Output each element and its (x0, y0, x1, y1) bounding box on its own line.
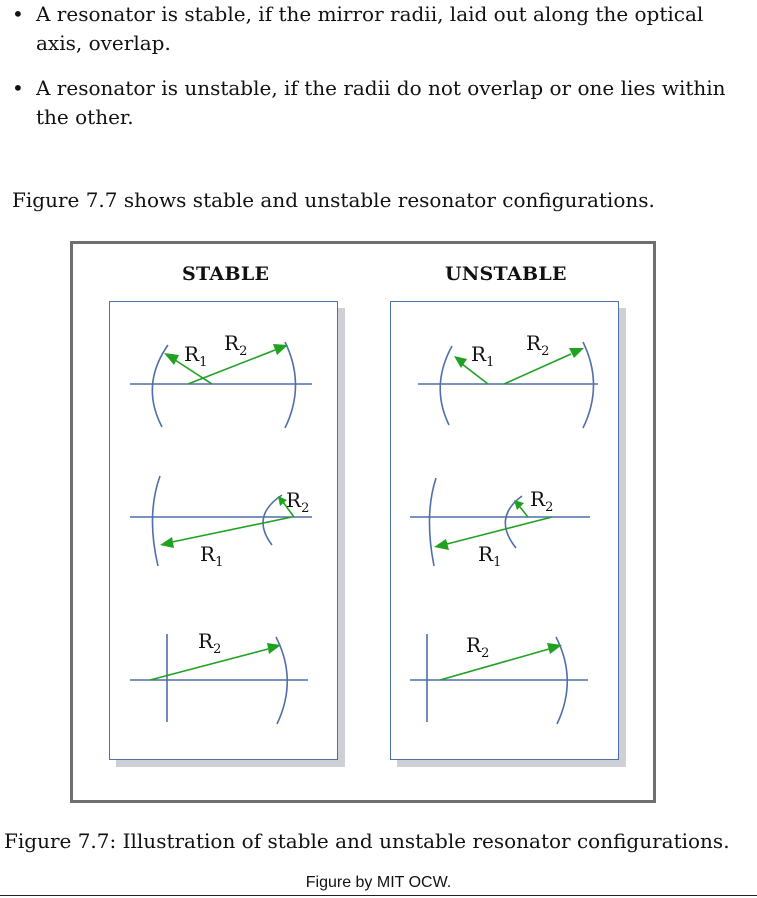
page-divider (0, 895, 757, 896)
figure-frame (70, 241, 656, 803)
unstable-config-2: R2 R1 (410, 477, 590, 570)
label-r2: R2 (526, 331, 549, 359)
mirror-right (504, 495, 523, 549)
bullet-item-unstable: • A resonator is unstable, if the radii … (12, 74, 752, 132)
label-r1: R1 (471, 342, 494, 370)
bullet-text: A resonator is stable, if the mirror rad… (36, 2, 704, 55)
arrowhead (278, 496, 287, 506)
stable-config-2: R2 R1 (130, 475, 312, 570)
label-r1: R1 (200, 542, 223, 570)
bullet-item-stable: • A resonator is stable, if the mirror r… (12, 0, 752, 58)
label-r1: R1 (184, 342, 207, 370)
mirror-right (262, 494, 283, 546)
intro-paragraph: Figure 7.7 shows stable and unstable res… (12, 188, 655, 212)
radius-arrow-r1 (174, 359, 213, 385)
label-r2: R2 (286, 488, 309, 516)
arrowhead (267, 643, 281, 654)
arrowhead (160, 537, 174, 548)
unstable-panel (390, 301, 619, 760)
stable-config-1: R1 R2 (130, 331, 312, 429)
bullet-marker: • (12, 2, 24, 26)
stable-panel-title: STABLE (182, 263, 270, 285)
radius-arrow-r1 (171, 516, 293, 543)
figure-caption: Figure 7.7: Illustration of stable and u… (4, 829, 730, 853)
mirror-left (151, 344, 169, 428)
mirror-left (439, 345, 453, 426)
mirror-right (284, 341, 297, 429)
arrowhead (569, 348, 584, 358)
arrowhead (164, 353, 179, 365)
radius-arrow-r1 (461, 363, 489, 385)
mirror-left (151, 475, 161, 567)
radius-arrow-r2 (282, 501, 295, 518)
radius-arrow-r2 (187, 349, 276, 385)
arrowhead (273, 344, 288, 355)
radius-arrow-r2 (503, 353, 572, 385)
mirror-right (582, 341, 595, 429)
label-r2: R2 (530, 487, 553, 515)
radius-arrow-r2 (439, 648, 550, 681)
unstable-config-3: R2 (410, 633, 588, 725)
figure-credit: Figure by MIT OCW. (305, 874, 452, 891)
label-r2: R2 (198, 629, 221, 657)
label-r2: R2 (466, 633, 489, 661)
stable-config-3: R2 (130, 629, 308, 725)
radius-arrow-r2 (149, 648, 269, 681)
arrowhead (547, 643, 562, 654)
arrowhead (454, 356, 467, 368)
bullet-list: • A resonator is stable, if the mirror r… (12, 0, 752, 132)
unstable-config-1: R1 R2 (418, 331, 598, 429)
bullet-text: A resonator is unstable, if the radii do… (36, 76, 726, 129)
unstable-panel-title: UNSTABLE (445, 263, 567, 285)
radius-arrow-r2 (519, 506, 529, 518)
label-r1: R1 (478, 542, 501, 570)
mirror-left (428, 477, 437, 567)
arrowhead (434, 539, 449, 550)
label-r2: R2 (224, 331, 247, 359)
radius-arrow-r1 (446, 516, 553, 545)
arrowhead (514, 500, 524, 510)
bullet-marker: • (12, 76, 24, 100)
